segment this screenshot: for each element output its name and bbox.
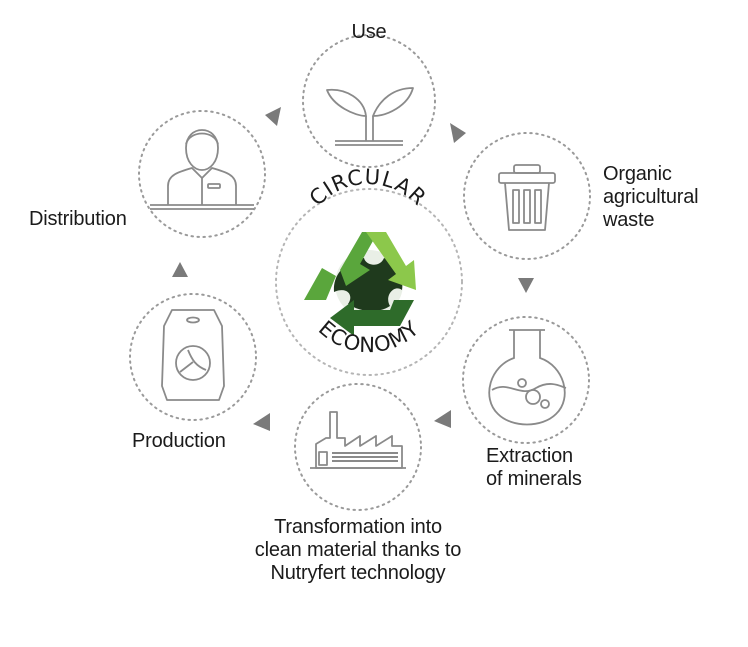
flask-icon xyxy=(488,329,567,426)
label-extraction-line-2: of minerals xyxy=(486,468,582,490)
label-production: Production xyxy=(132,430,226,452)
arrow-waste-to-extraction xyxy=(518,278,534,293)
recycle-arrow-bottom xyxy=(330,300,414,336)
recycle-arrow-left-tail xyxy=(304,268,336,300)
label-use: Use xyxy=(351,21,387,43)
arrow-distribution-to-use xyxy=(265,107,281,126)
label-transformation-line-2: clean material thanks to xyxy=(254,539,462,561)
arrow-extraction-to-transformation xyxy=(434,410,451,428)
factory-icon xyxy=(310,411,406,469)
salesperson-icon xyxy=(150,129,254,210)
arrow-use-to-waste xyxy=(450,123,466,143)
arrow-transformation-to-production xyxy=(253,413,270,431)
factory-windows xyxy=(332,452,398,462)
label-organic-waste: Organic agricultural waste xyxy=(603,163,743,232)
center-title-top: CIRCULAR xyxy=(305,165,432,211)
label-extraction: Extraction of minerals xyxy=(486,445,626,491)
recycle-globe-logo xyxy=(304,232,416,336)
label-organic-waste-line-2: agricultural xyxy=(603,186,699,208)
label-transformation-line-1: Transformation into xyxy=(274,516,442,538)
ring-use xyxy=(302,34,436,168)
fertilizer-bag-icon xyxy=(161,309,225,401)
label-transformation: Transformation into clean material thank… xyxy=(218,516,498,585)
ring-extraction xyxy=(462,316,590,444)
cycle-arrows xyxy=(172,107,534,431)
trash-bin-icon xyxy=(498,164,556,231)
recycle-arrow-right xyxy=(366,232,416,290)
ring-transformation xyxy=(294,383,422,511)
recycle-arrow-top-left xyxy=(340,232,378,286)
label-extraction-line-1: Extraction xyxy=(486,445,573,467)
label-transformation-line-3: Nutryfert technology xyxy=(270,562,446,584)
label-organic-waste-line-1: Organic xyxy=(603,163,672,185)
stage-rings xyxy=(129,34,591,511)
arrow-production-to-distribution xyxy=(172,262,188,277)
plant-sprout-icon xyxy=(326,87,414,146)
ring-production xyxy=(129,293,257,421)
ring-center xyxy=(275,188,463,376)
ring-organic-waste xyxy=(463,132,591,260)
label-distribution: Distribution xyxy=(29,208,127,230)
ring-distribution xyxy=(138,110,266,238)
label-organic-waste-line-3: waste xyxy=(603,209,655,231)
